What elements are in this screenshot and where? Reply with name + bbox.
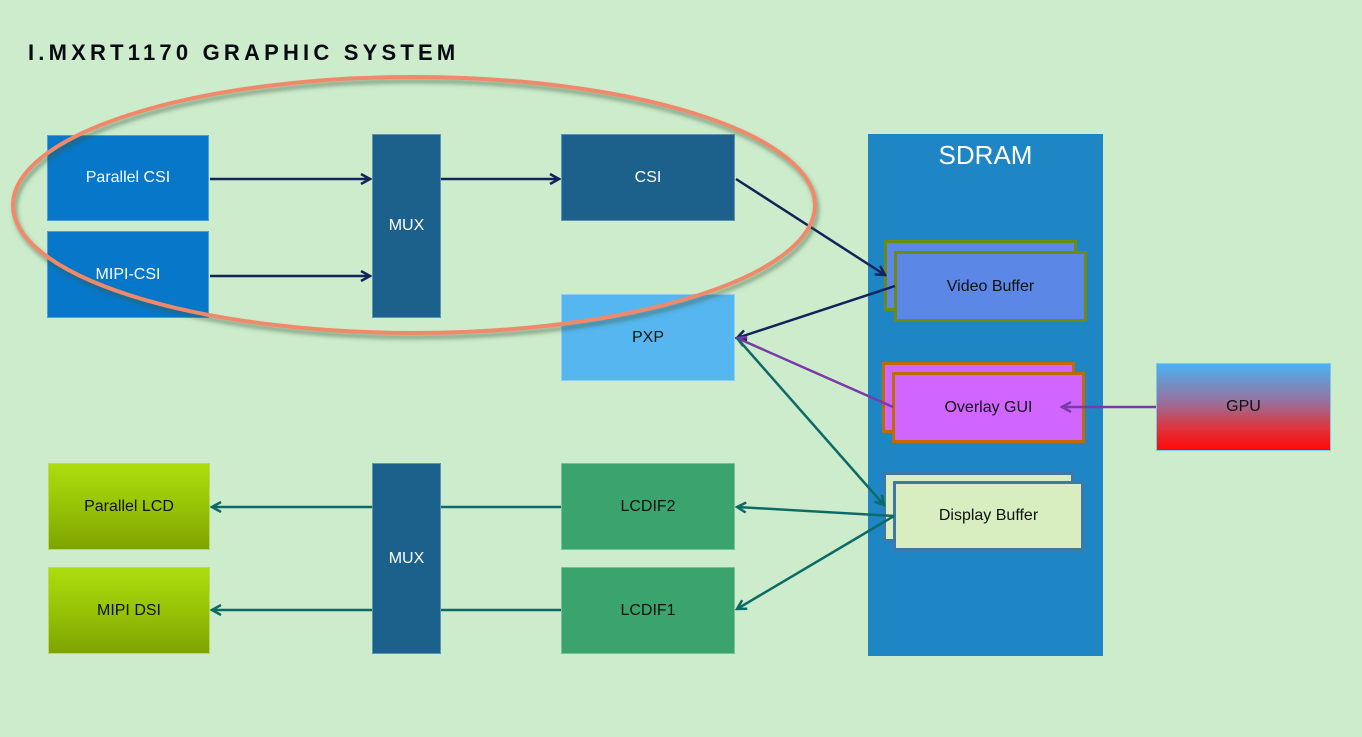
input-mux-block: MUX: [372, 134, 441, 318]
arrow-overlay-gui-to-pxp: [737, 338, 894, 409]
camera-path-highlight-ellipse: [11, 75, 817, 335]
parallel-csi-block: Parallel CSI: [47, 135, 209, 221]
gpu-block: GPU: [1156, 363, 1331, 451]
overlay-gui-block: Overlay GUI: [892, 372, 1085, 443]
video-buffer-block: Video Buffer: [894, 251, 1087, 322]
mipi-dsi-block: MIPI DSI: [48, 567, 210, 654]
diagram-title: I.MXRT1170 GRAPHIC SYSTEM: [28, 40, 460, 65]
display-buffer-block: Display Buffer: [893, 481, 1084, 551]
output-mux-block: MUX: [372, 463, 441, 654]
lcdif1-block: LCDIF1: [561, 567, 735, 654]
parallel-lcd-block: Parallel LCD: [48, 463, 210, 550]
arrow-pxp-to-display-buffer: [736, 337, 884, 505]
arrow-video-buffer-to-pxp: [737, 284, 896, 338]
lcdif2-block: LCDIF2: [561, 463, 735, 550]
arrow-display-buffer-to-lcdif1: [737, 514, 895, 609]
arrow-display-buffer-to-lcdif2: [737, 507, 895, 518]
sdram-label: SDRAM: [938, 140, 1033, 170]
csi-block: CSI: [561, 134, 735, 221]
mipi-csi-block: MIPI-CSI: [47, 231, 209, 318]
